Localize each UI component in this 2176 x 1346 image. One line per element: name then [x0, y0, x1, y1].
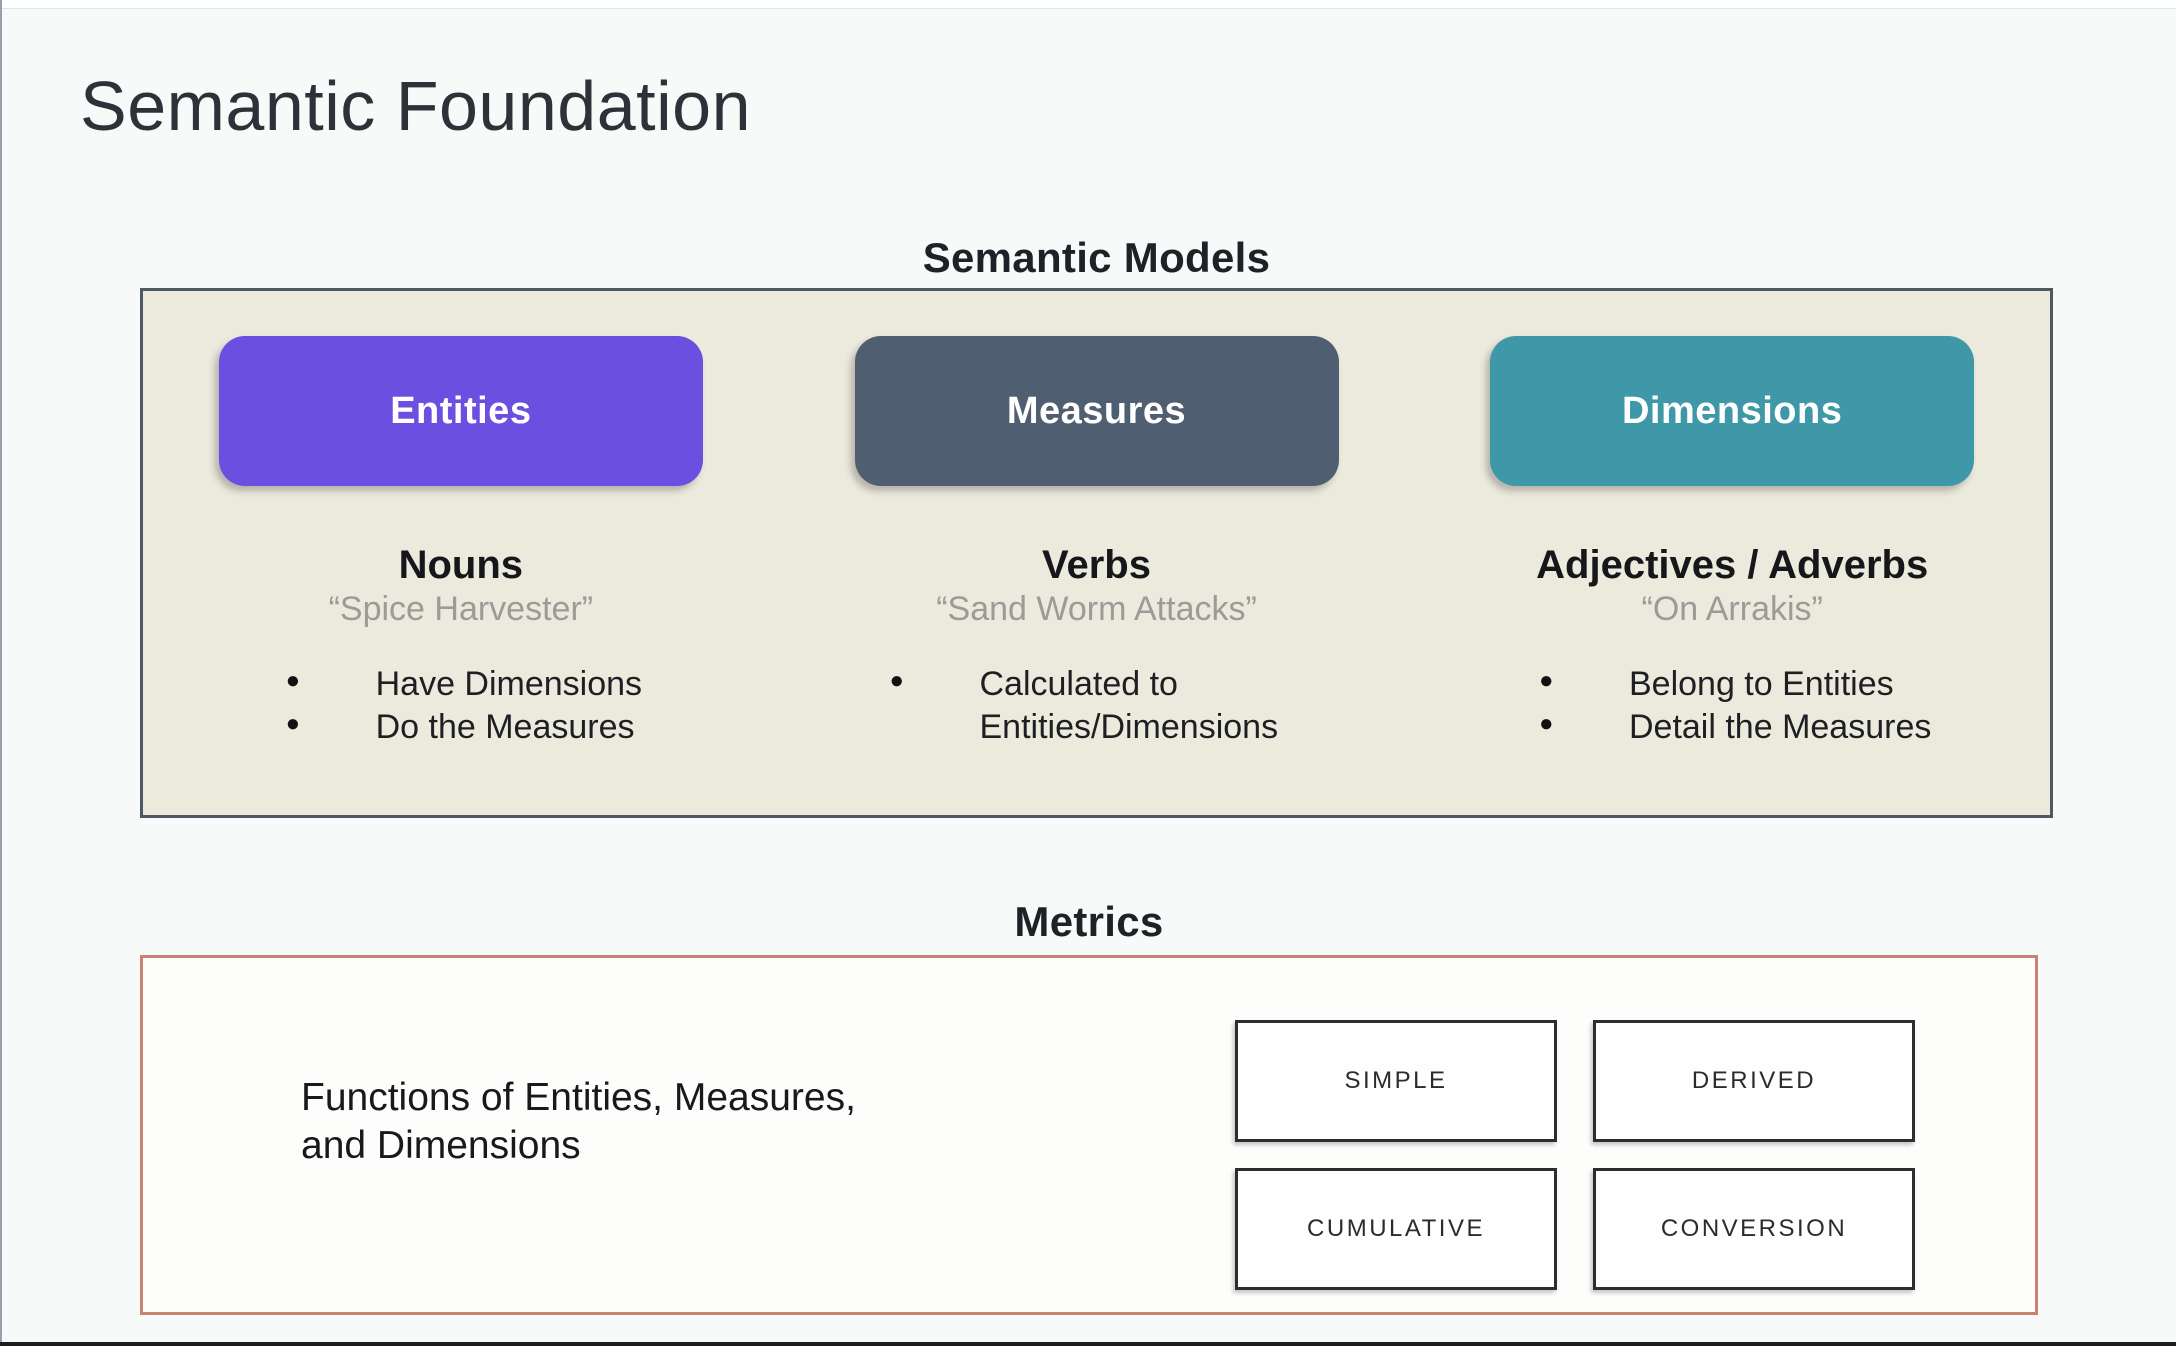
measures-bullet-list: Calculated to Entities/Dimensions [884, 663, 1310, 749]
measures-pill: Measures [854, 336, 1339, 486]
semantic-models-title: Semantic Models [922, 234, 1271, 281]
metric-type-conversion: CONVERSION [1593, 1168, 1915, 1290]
metrics-title: Metrics [1014, 898, 1164, 945]
entities-bullet-list: Have Dimensions Do the Measures [280, 663, 642, 749]
metric-types-grid: SIMPLE DERIVED CUMULATIVE CONVERSION [1235, 1020, 1915, 1290]
dimensions-pill: Dimensions [1490, 336, 1975, 486]
semantic-models-box: Entities Nouns “Spice Harvester” Have Di… [140, 288, 2053, 818]
measures-quote: “Sand Worm Attacks” [936, 590, 1257, 628]
entities-heading: Nouns [398, 543, 524, 587]
dimensions-bullet: Detail the Measures [1533, 706, 1931, 749]
slide-top-edge [0, 0, 2176, 9]
dimensions-bullet-list: Belong to Entities Detail the Measures [1533, 663, 1931, 749]
entities-pill: Entities [218, 336, 703, 486]
measures-heading: Verbs [1042, 543, 1151, 587]
entities-bullet: Have Dimensions [280, 663, 642, 706]
entities-column: Entities Nouns “Spice Harvester” Have Di… [143, 336, 779, 815]
slide-left-edge [0, 0, 2, 1346]
metric-type-cumulative: CUMULATIVE [1235, 1168, 1557, 1290]
page-title: Semantic Foundation [80, 67, 752, 145]
metric-type-derived: DERIVED [1593, 1020, 1915, 1142]
slide-bottom-edge [0, 1342, 2176, 1346]
entities-quote: “Spice Harvester” [328, 590, 594, 628]
metrics-description: Functions of Entities, Measures, and Dim… [301, 1076, 856, 1168]
entities-bullet: Do the Measures [280, 706, 642, 749]
dimensions-column: Dimensions Adjectives / Adverbs “On Arra… [1414, 336, 2050, 815]
measures-column: Measures Verbs “Sand Worm Attacks” Calcu… [779, 336, 1415, 815]
metrics-box: Functions of Entities, Measures, and Dim… [140, 955, 2038, 1315]
dimensions-bullet: Belong to Entities [1533, 663, 1931, 706]
measures-bullet: Calculated to Entities/Dimensions [884, 663, 1310, 749]
dimensions-heading: Adjectives / Adverbs [1536, 543, 1929, 587]
metric-type-simple: SIMPLE [1235, 1020, 1557, 1142]
dimensions-quote: “On Arrakis” [1641, 590, 1823, 628]
